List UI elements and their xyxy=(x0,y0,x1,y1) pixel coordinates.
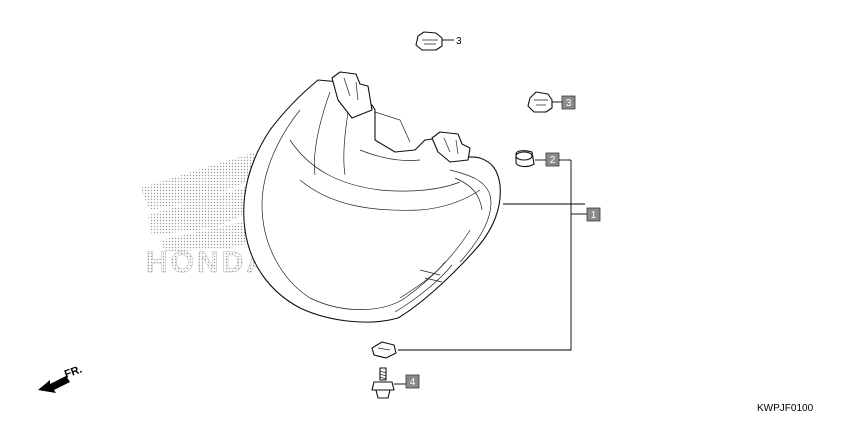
callout-label-2: 2 xyxy=(550,155,556,166)
direction-label: FR. xyxy=(63,363,84,380)
clip-part-3-right xyxy=(527,91,562,113)
bolt-part-4 xyxy=(371,367,406,399)
arrow-left-icon xyxy=(38,376,70,393)
callout-label-3-top: 3 xyxy=(456,36,462,47)
callout-box-2: 2 xyxy=(545,152,560,167)
logo-text: HONDA xyxy=(146,246,271,279)
cap-part-2 xyxy=(515,150,546,168)
diagram-code: KWPJF0100 xyxy=(757,403,814,414)
callout-label-4: 4 xyxy=(410,377,416,388)
callout-box-1: 1 xyxy=(586,207,601,222)
clip-part-3-top xyxy=(415,31,454,51)
callout-label-3: 3 xyxy=(566,98,572,109)
nut-part xyxy=(371,341,397,359)
headlight-assembly xyxy=(243,71,585,323)
callout-box-3: 3 xyxy=(561,95,576,110)
callout-label-1: 1 xyxy=(591,210,597,221)
front-direction-indicator: FR. xyxy=(38,363,84,393)
callout-box-4: 4 xyxy=(405,374,420,389)
